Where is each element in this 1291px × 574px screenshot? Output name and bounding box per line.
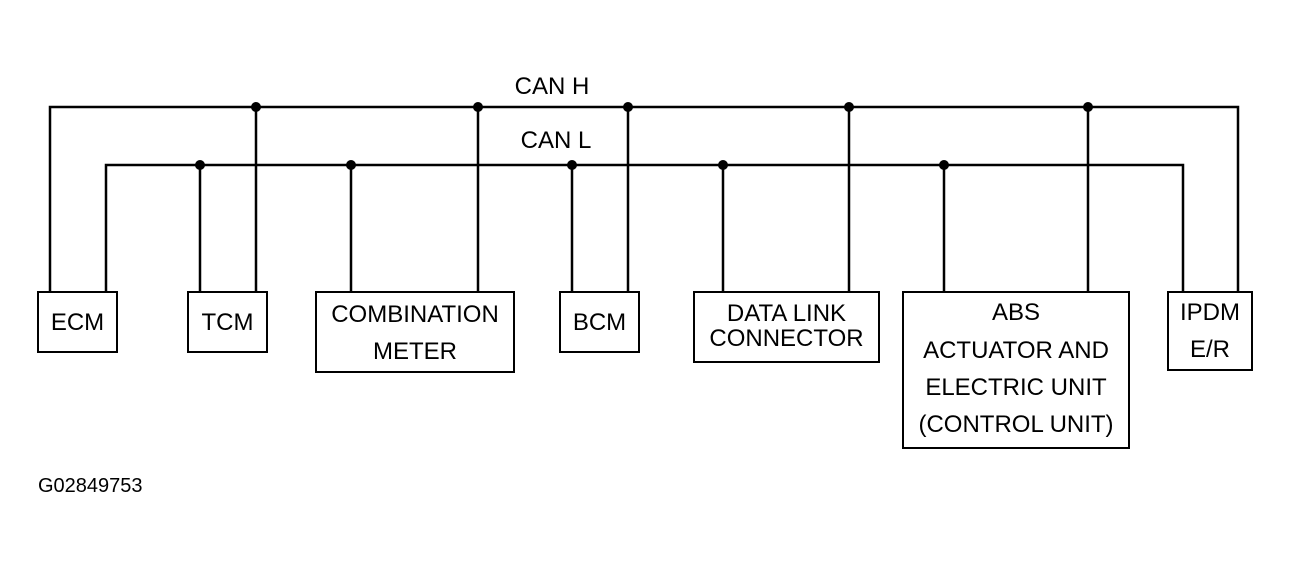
can-h-junction-abs — [1083, 102, 1093, 112]
can-l-junction-dlc — [718, 160, 728, 170]
module-ecm-label: ECM — [51, 309, 104, 336]
module-ipdm-label-line2: E/R — [1190, 336, 1230, 363]
module-abs-actuator: ABS ACTUATOR AND ELECTRIC UNIT (CONTROL … — [902, 291, 1130, 449]
module-abs-actuator-box — [902, 291, 1130, 449]
module-bcm-box — [559, 291, 640, 353]
can-h-junction-meter — [473, 102, 483, 112]
module-combination-meter-box — [315, 291, 515, 373]
module-data-link-connector-box — [693, 291, 880, 363]
can-l-junction-bcm — [567, 160, 577, 170]
module-ecm: ECM — [37, 291, 118, 353]
module-abs-label-line1: ABS — [992, 299, 1040, 326]
module-data-link-connector-label-line2: CONNECTOR — [709, 325, 863, 352]
module-combination-meter-label-line2: METER — [373, 338, 457, 365]
can-l-junction-abs — [939, 160, 949, 170]
module-abs-label-line3: ELECTRIC UNIT — [925, 374, 1107, 401]
module-ipdm-er: IPDM E/R — [1167, 291, 1253, 371]
can-h-junction-bcm — [623, 102, 633, 112]
can-l-label: CAN L — [521, 127, 592, 154]
module-data-link-connector: DATA LINK CONNECTOR — [693, 291, 880, 363]
can-h-junction-tcm — [251, 102, 261, 112]
module-ecm-box — [37, 291, 118, 353]
figure-id: G02849753 — [38, 475, 143, 497]
module-combination-meter-label-line1: COMBINATION — [331, 301, 499, 328]
can-h-junction-dlc — [844, 102, 854, 112]
module-data-link-connector-label-line1: DATA LINK — [727, 300, 846, 327]
can-l-junction-meter — [346, 160, 356, 170]
module-abs-label-line2: ACTUATOR AND — [923, 337, 1109, 364]
module-bcm: BCM — [559, 291, 640, 353]
can-h-line — [48, 105, 1240, 292]
can-h-label: CAN H — [515, 73, 590, 100]
module-tcm: TCM — [187, 291, 268, 353]
module-ipdm-er-box — [1167, 291, 1253, 371]
can-l-junction-tcm — [195, 160, 205, 170]
module-combination-meter: COMBINATION METER — [315, 291, 515, 373]
module-bcm-label: BCM — [573, 309, 626, 336]
can-l-line — [104, 163, 1185, 292]
module-abs-label-line4: (CONTROL UNIT) — [918, 411, 1113, 438]
module-ipdm-label-line1: IPDM — [1180, 299, 1240, 326]
module-tcm-box — [187, 291, 268, 353]
module-tcm-label: TCM — [202, 309, 254, 336]
